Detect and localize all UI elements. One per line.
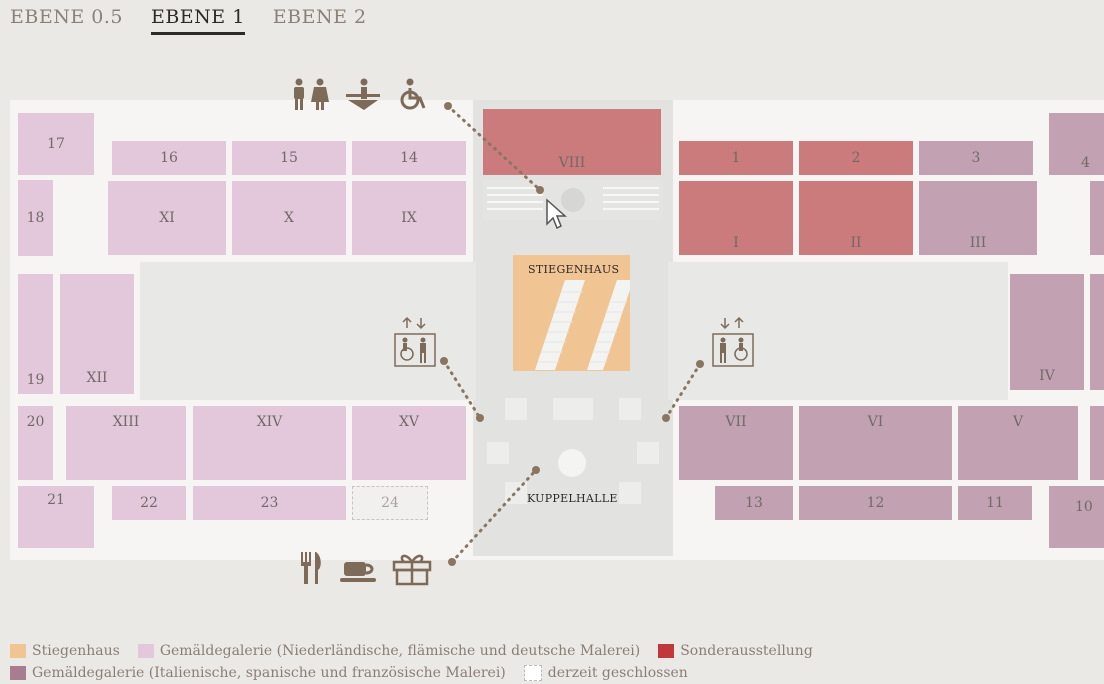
room-15[interactable]: 15 xyxy=(232,141,346,175)
elevator-right-icon[interactable] xyxy=(711,316,755,370)
room-II[interactable]: II xyxy=(799,181,913,255)
room-XII[interactable]: XII xyxy=(60,274,134,394)
gift-shop-icon[interactable] xyxy=(392,550,432,586)
swatch-stiegenhaus xyxy=(10,644,26,658)
legend: Stiegenhaus Gemäldegalerie (Niederländis… xyxy=(10,640,813,684)
swatch-gemaelde-nl xyxy=(137,644,154,658)
room-right-edge-upper xyxy=(1090,181,1104,255)
room-24[interactable]: 24 xyxy=(352,486,428,520)
room-VI[interactable]: VI xyxy=(799,406,952,480)
swatch-gemaelde-it xyxy=(10,666,26,680)
room-XI[interactable]: XI xyxy=(108,181,226,255)
room-16[interactable]: 16 xyxy=(112,141,226,175)
room-14[interactable]: 14 xyxy=(352,141,466,175)
room-XIII[interactable]: XIII xyxy=(66,406,186,480)
room-22[interactable]: 22 xyxy=(112,486,186,520)
stiegenhaus-steps xyxy=(535,280,630,370)
room-10[interactable]: 10 xyxy=(1049,486,1104,548)
restaurant-icon[interactable] xyxy=(298,550,324,586)
legend-sonder: Sonderausstellung xyxy=(658,643,813,659)
legend-closed: derzeit geschlossen xyxy=(523,665,688,681)
room-18[interactable]: 18 xyxy=(18,180,53,256)
courtyard-right xyxy=(668,262,1008,400)
stiegenhaus-label: STIEGENHAUS xyxy=(528,263,620,276)
room-VIII[interactable]: VIII xyxy=(483,109,661,175)
legend-gemaelde-nl: Gemäldegalerie (Niederländische, flämisc… xyxy=(137,643,641,659)
room-23[interactable]: 23 xyxy=(193,486,346,520)
legend-label: Sonderausstellung xyxy=(680,643,813,659)
legend-gemaelde-it: Gemäldegalerie (Italienische, spanische … xyxy=(10,665,506,681)
floor-tabs: EBENE 0.5 EBENE 1 EBENE 2 xyxy=(10,6,367,35)
tab-ebene-2[interactable]: EBENE 2 xyxy=(272,6,367,28)
room-I[interactable]: I xyxy=(679,181,793,255)
room-4[interactable]: 4 xyxy=(1049,113,1104,175)
room-IX[interactable]: IX xyxy=(352,181,466,255)
room-XIV[interactable]: XIV xyxy=(193,406,346,480)
room-17[interactable]: 17 xyxy=(18,113,94,175)
legend-label: derzeit geschlossen xyxy=(547,665,688,681)
baby-changing-icon[interactable] xyxy=(344,78,384,112)
room-VII[interactable]: VII xyxy=(679,406,793,480)
kuppelhalle-floor xyxy=(487,398,659,504)
room-1[interactable]: 1 xyxy=(679,141,793,175)
room-21[interactable]: 21 xyxy=(18,486,94,548)
room-20[interactable]: 20 xyxy=(18,406,53,480)
room-13[interactable]: 13 xyxy=(715,486,793,520)
upper-stairs xyxy=(483,180,663,220)
room-right-edge-lower xyxy=(1090,406,1104,480)
room-III[interactable]: III xyxy=(919,181,1037,255)
toilets-icon[interactable] xyxy=(290,78,330,112)
tab-ebene-0-5[interactable]: EBENE 0.5 xyxy=(10,6,123,28)
room-19[interactable]: 19 xyxy=(18,274,53,394)
swatch-sonder xyxy=(658,644,675,658)
legend-label: Gemäldegalerie (Italienische, spanische … xyxy=(32,665,506,681)
room-XV[interactable]: XV xyxy=(352,406,466,480)
room-right-edge-mid xyxy=(1090,274,1104,390)
room-3[interactable]: 3 xyxy=(919,141,1033,175)
legend-label: Gemäldegalerie (Niederländische, flämisc… xyxy=(159,643,641,659)
elevator-left-icon[interactable] xyxy=(393,316,437,370)
tab-ebene-1[interactable]: EBENE 1 xyxy=(150,6,245,35)
legend-label: Stiegenhaus xyxy=(32,643,120,659)
wheelchair-icon[interactable] xyxy=(398,78,430,112)
room-12[interactable]: 12 xyxy=(799,486,952,520)
courtyard-left xyxy=(140,262,476,400)
legend-stiegenhaus: Stiegenhaus xyxy=(10,643,120,659)
kuppelhalle-label: KUPPELHALLE xyxy=(527,492,618,505)
room-V[interactable]: V xyxy=(958,406,1078,480)
room-IV[interactable]: IV xyxy=(1010,274,1084,390)
swatch-closed xyxy=(523,665,542,681)
room-2[interactable]: 2 xyxy=(799,141,913,175)
room-X[interactable]: X xyxy=(232,181,346,255)
room-11[interactable]: 11 xyxy=(958,486,1032,520)
mouse-cursor-icon xyxy=(546,198,567,230)
cafe-icon[interactable] xyxy=(340,556,378,586)
